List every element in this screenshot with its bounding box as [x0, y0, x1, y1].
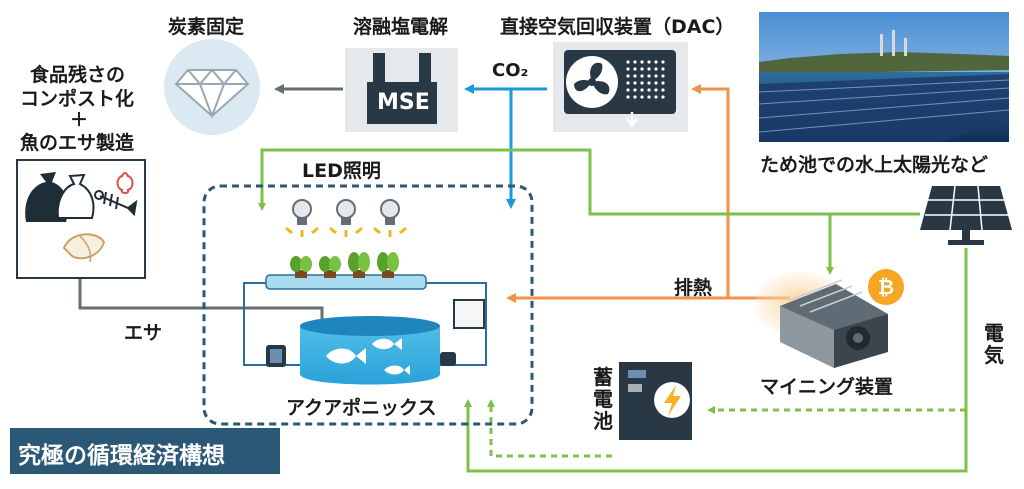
plant-icon-2: [319, 256, 341, 278]
flow-battery-to-aquaponics: [487, 399, 612, 458]
aquaponics-boundary: [202, 184, 534, 426]
led-bulb-icon-3: [373, 199, 407, 237]
diamond-icon: [164, 39, 260, 135]
compost-label-line1: 食品残さの: [30, 64, 126, 86]
flow-power-to-led: [258, 148, 920, 216]
battery-label: 蓄電池: [593, 365, 613, 433]
orange-peel-icon: [62, 233, 106, 260]
dac-label: 直接空気回収装置（DAC）: [500, 16, 735, 38]
battery-icon: [619, 362, 692, 440]
plant-icon: [290, 256, 312, 278]
garbage-bag-icon-2: [56, 173, 95, 219]
fish-icon-2: [372, 338, 402, 350]
aquaponics-system: [243, 252, 487, 385]
feed-label: エサ: [124, 322, 163, 344]
aquaponics-label: アクアポニックス: [286, 397, 437, 419]
plant-icon-3: [348, 252, 370, 278]
mining-label: マイニング装置: [760, 376, 894, 398]
mse-label: 溶融塩電解: [353, 16, 449, 38]
fish-bone-icon: [94, 190, 138, 217]
bitcoin-icon: ₿: [868, 269, 904, 305]
dac-unit-icon: [553, 42, 688, 132]
flow-feed-to-aquaponics: [78, 278, 327, 330]
compost-label-line2: コンポスト化: [20, 88, 135, 110]
flow-heat-to-dac: [691, 84, 730, 298]
plant-icon-4: [377, 252, 399, 278]
solar-panel-icon: [920, 185, 1012, 245]
mining-device-icon: [754, 272, 888, 368]
mse-box-label: MSE: [377, 90, 430, 115]
apple-core-icon: [116, 172, 134, 194]
solar-caption: ため池での水上太陽光など: [760, 154, 989, 176]
compost-box: [16, 159, 146, 279]
mse-unit-icon: [345, 48, 458, 132]
fish-icon-3: [384, 365, 410, 375]
led-bulb-icon-2: [329, 199, 363, 237]
co2-label: CO₂: [492, 60, 529, 81]
led-bulb-icon: [285, 199, 319, 237]
carbon-fixation-label: 炭素固定: [168, 16, 245, 38]
flow-power-to-aquaponics: [464, 248, 968, 473]
led-label: LED照明: [302, 160, 381, 182]
compost-label-plus: ＋: [70, 110, 88, 131]
fish-icon: [326, 348, 366, 364]
svg-text:₿: ₿: [878, 275, 894, 299]
diagram-title: 究極の循環経済構想: [18, 443, 225, 469]
waste-heat-label: 排熱: [674, 277, 713, 299]
title-banner: [10, 428, 280, 474]
electricity-label: 電気: [984, 321, 1004, 367]
floating-solar-photo: [758, 12, 1010, 142]
compost-label-line3: 魚のエサ製造: [20, 132, 135, 154]
